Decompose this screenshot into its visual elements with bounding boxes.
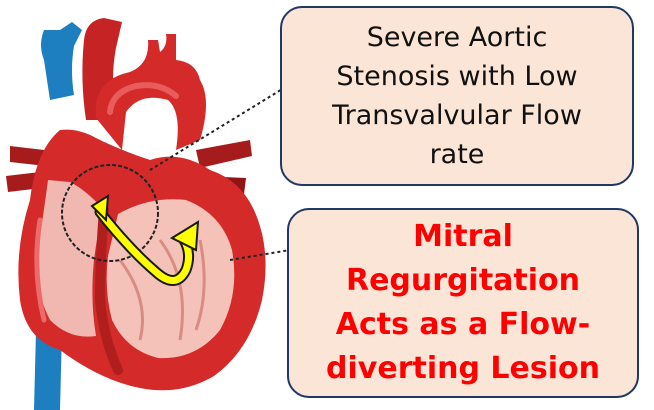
pulmonary-vein-right [196, 140, 252, 168]
aortic-stenosis-text: Severe Aortic Stenosis with Low Transval… [332, 18, 582, 174]
mitral-regurgitation-text: Mitral Regurgitation Acts as a Flow- div… [326, 215, 600, 391]
aortic-stenosis-callout: Severe Aortic Stenosis with Low Transval… [280, 6, 634, 186]
superior-vena-cava [41, 22, 82, 100]
mitral-regurgitation-callout: Mitral Regurgitation Acts as a Flow- div… [287, 208, 639, 398]
